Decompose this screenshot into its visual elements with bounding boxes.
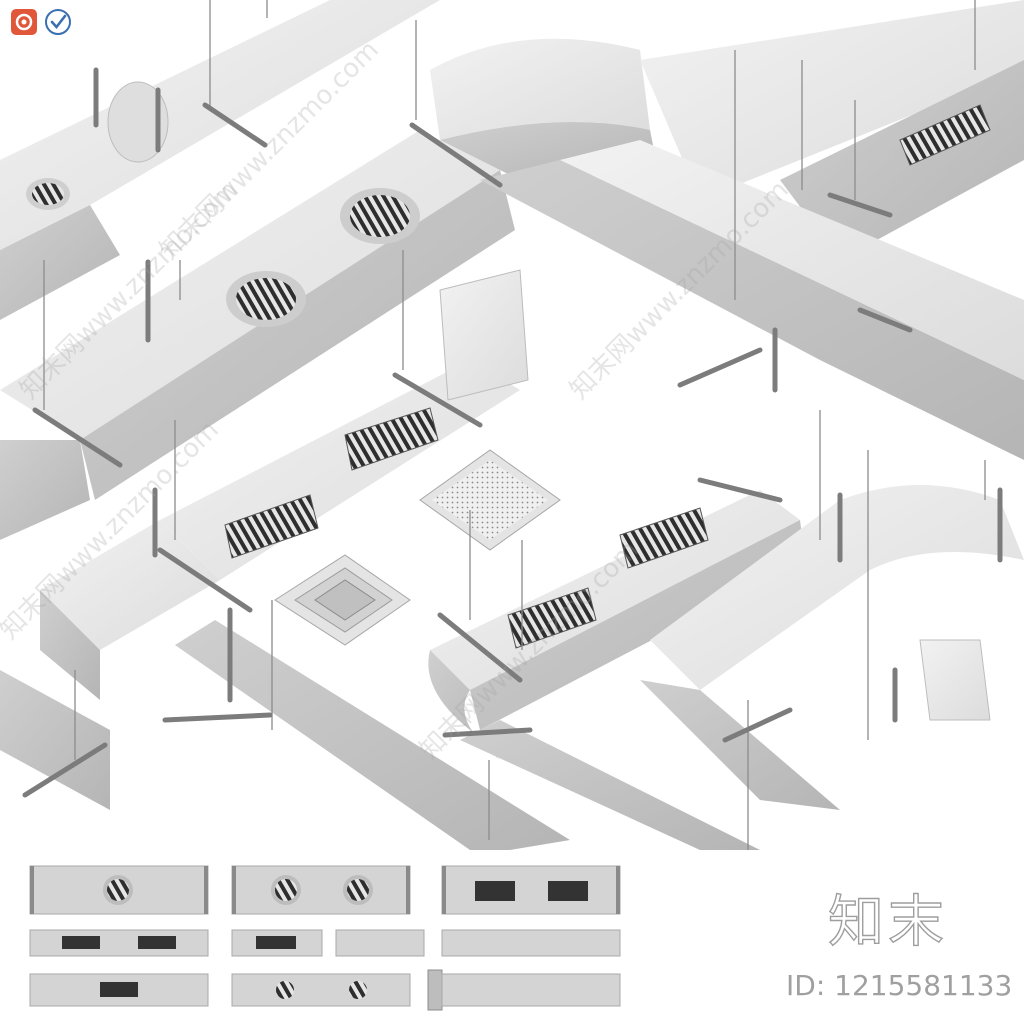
duct-segment	[40, 269, 529, 700]
ceiling-diffuser-louvered	[274, 554, 411, 646]
ceiling-diffuser-square	[419, 449, 561, 551]
thumbnail-duct-thin-grilles	[29, 929, 209, 957]
thumbnail-duct-double-round	[231, 865, 411, 915]
checkmark-circle-icon	[45, 9, 71, 35]
support-brackets	[22, 67, 1003, 798]
brand-logo: 知末	[827, 889, 948, 955]
duct-segment	[0, 0, 440, 320]
corner-icons	[10, 8, 72, 36]
duct-segment	[0, 130, 515, 540]
render-camera-icon	[11, 9, 37, 35]
ductwork-render	[0, 0, 1024, 850]
duct-segment	[480, 140, 1024, 460]
thumbnail-duct-small-rounds	[231, 973, 411, 1007]
thumbnail-duct-single-round	[29, 865, 209, 915]
hanger-rods	[43, 0, 986, 850]
duct-segment	[640, 0, 1024, 260]
thumbnail-duct-plain-end	[427, 969, 621, 1011]
thumbnail-duct-plain	[441, 929, 621, 957]
duct-elbow	[640, 485, 1024, 810]
thumbnail-duct-double-grille	[441, 865, 621, 915]
thumbnail-duct-thin-single	[231, 929, 425, 957]
thumbnail-duct-center-grille	[29, 973, 209, 1007]
duct-segment	[0, 670, 110, 810]
duct-variant-thumbnails	[29, 865, 621, 1011]
asset-id: ID: 1215581133	[786, 969, 1013, 1002]
